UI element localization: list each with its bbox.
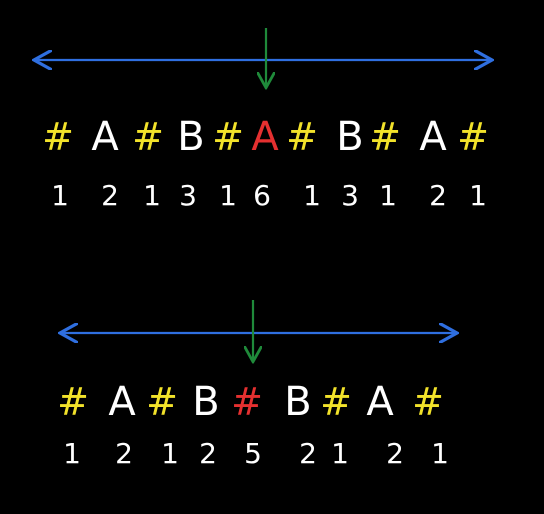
separator-char: # bbox=[57, 380, 89, 424]
radius-value: 6 bbox=[253, 179, 271, 212]
radius-value: 1 bbox=[431, 437, 449, 470]
center-char: # bbox=[231, 380, 263, 424]
radius-value: 1 bbox=[143, 179, 161, 212]
letter-char: B bbox=[192, 379, 219, 425]
separator-char: # bbox=[320, 380, 352, 424]
radius-value: 2 bbox=[115, 437, 133, 470]
radius-value: 1 bbox=[219, 179, 237, 212]
radius-value: 2 bbox=[101, 179, 119, 212]
letter-char: B bbox=[336, 114, 363, 160]
separator-char: # bbox=[146, 380, 178, 424]
radius-value: 2 bbox=[199, 437, 217, 470]
radius-value: 2 bbox=[386, 437, 404, 470]
separator-char: # bbox=[457, 115, 489, 159]
letter-char: B bbox=[284, 379, 311, 425]
center-char: A bbox=[251, 114, 279, 160]
separator-char: # bbox=[212, 115, 244, 159]
radius-value: 1 bbox=[469, 179, 487, 212]
radius-value: 1 bbox=[379, 179, 397, 212]
separator-char: # bbox=[369, 115, 401, 159]
radius-value: 2 bbox=[299, 437, 317, 470]
radius-value: 5 bbox=[244, 437, 262, 470]
separator-char: # bbox=[42, 115, 74, 159]
separator-char: # bbox=[286, 115, 318, 159]
radius-value: 2 bbox=[429, 179, 447, 212]
letter-char: A bbox=[91, 114, 119, 160]
separator-char: # bbox=[132, 115, 164, 159]
letter-char: A bbox=[419, 114, 447, 160]
letter-char: A bbox=[366, 379, 394, 425]
radius-value: 1 bbox=[161, 437, 179, 470]
separator-char: # bbox=[412, 380, 444, 424]
radius-value: 3 bbox=[179, 179, 197, 212]
letter-char: A bbox=[108, 379, 136, 425]
letter-char: B bbox=[177, 114, 204, 160]
radius-value: 1 bbox=[51, 179, 69, 212]
radius-value: 1 bbox=[63, 437, 81, 470]
radius-value: 1 bbox=[331, 437, 349, 470]
radius-value: 1 bbox=[303, 179, 321, 212]
radius-value: 3 bbox=[341, 179, 359, 212]
